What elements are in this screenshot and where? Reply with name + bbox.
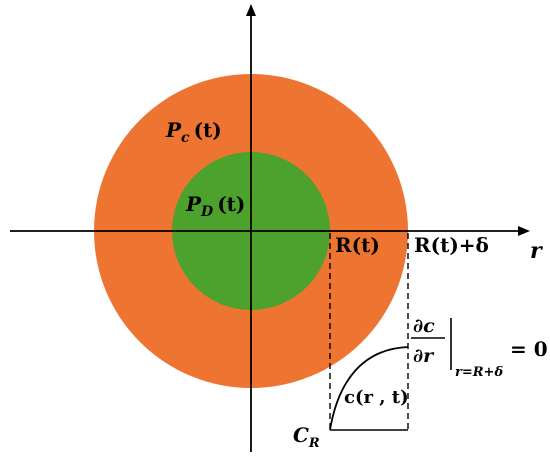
label-r-axis: r xyxy=(530,238,543,264)
bc-numerator: ∂c xyxy=(413,315,435,337)
label-c-r-t: c(r , t) xyxy=(344,387,409,408)
label-CR: CR xyxy=(293,423,320,451)
r-axis-arrowhead xyxy=(518,226,530,236)
label-pd-main: P xyxy=(185,192,202,216)
label-CR-main: C xyxy=(293,423,309,447)
label-pd: PD(t) xyxy=(185,192,245,220)
label-R-t-delta: R(t)+δ xyxy=(414,233,489,257)
boundary-condition: ∂c ∂r r=R+δ = 0 xyxy=(411,315,548,380)
label-R-t: R(t) xyxy=(335,233,380,257)
vertical-axis-arrowhead xyxy=(246,4,256,16)
label-pd-sub: D xyxy=(200,204,214,220)
bc-rhs: = 0 xyxy=(510,337,548,361)
bc-denominator: ∂r xyxy=(413,345,435,367)
label-CR-sub: R xyxy=(308,436,320,451)
concentration-curve xyxy=(329,346,409,431)
label-pc-arg: (t) xyxy=(194,118,222,142)
label-pc-main: P xyxy=(165,118,182,142)
label-pc: Pc(t) xyxy=(165,118,222,146)
bc-subscript: r=R+δ xyxy=(455,365,503,380)
label-pc-sub: c xyxy=(181,130,190,146)
label-pd-arg: (t) xyxy=(217,192,245,216)
